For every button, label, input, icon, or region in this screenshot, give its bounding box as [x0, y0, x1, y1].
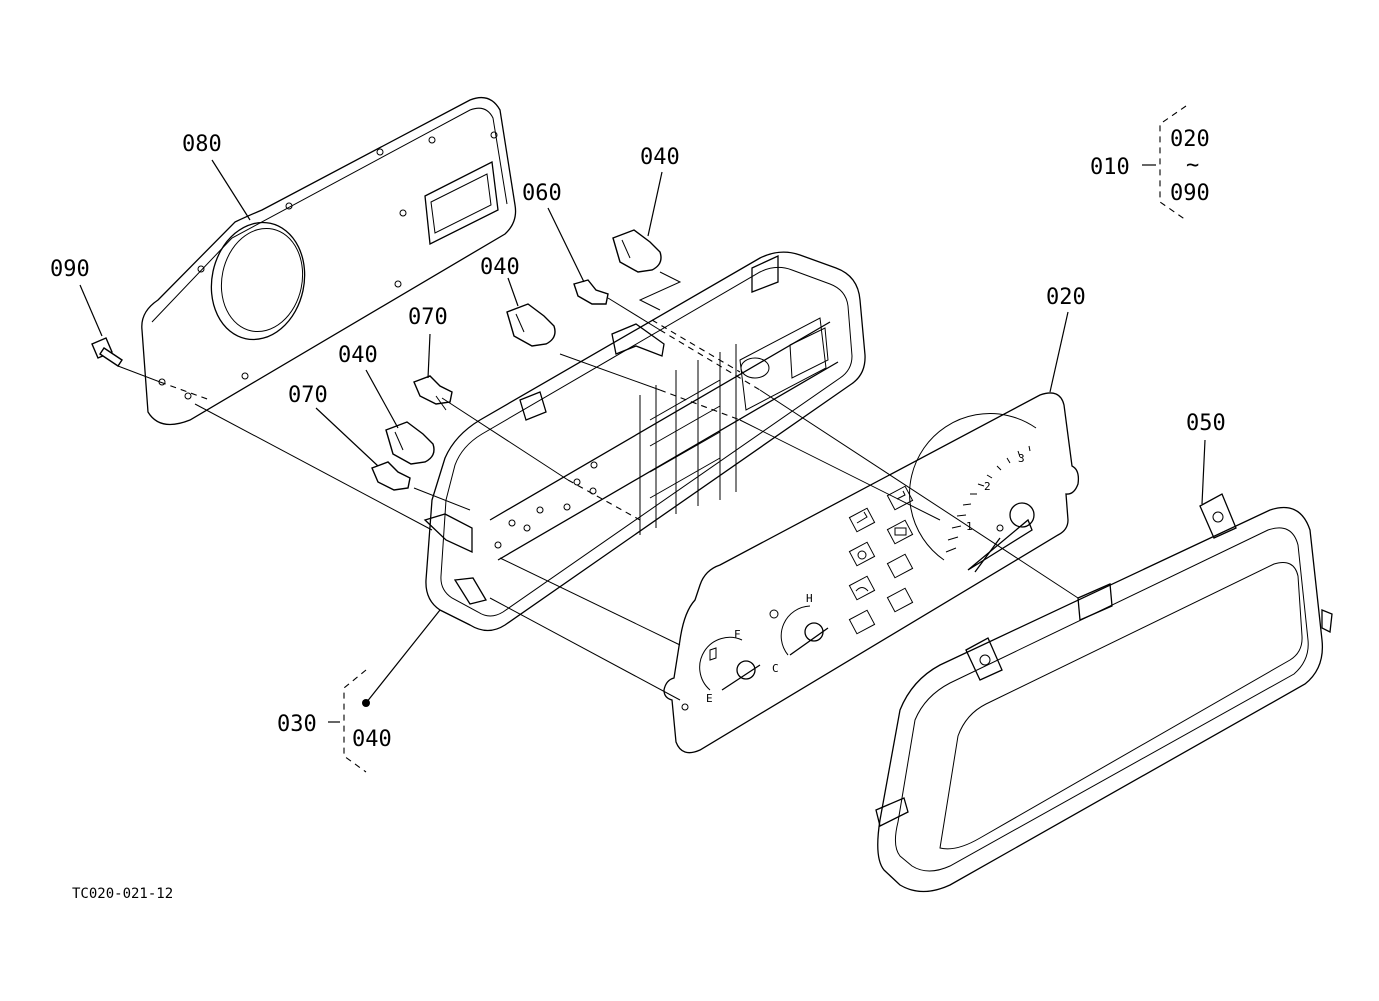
bulb-070-b — [371, 461, 411, 491]
label-010-from: 020 — [1170, 127, 1210, 152]
arrow-right-icon — [896, 490, 906, 500]
bracket-010 — [1159, 105, 1187, 221]
bulb-socket-040-c — [385, 421, 435, 465]
figure-code: TC020-021-12 — [72, 886, 173, 902]
bracket-030 — [343, 669, 370, 773]
label-040-c: 040 — [338, 343, 378, 368]
temp-hot-mark: H — [806, 592, 813, 605]
arrow-left-icon — [856, 511, 868, 524]
callout-labels: 080 090 040 060 040 070 040 070 020 050 … — [50, 127, 1226, 902]
bulb-socket-040-a — [612, 229, 662, 273]
label-040-b: 040 — [480, 255, 520, 280]
temperature-icon — [769, 609, 779, 619]
label-090: 090 — [50, 257, 90, 282]
label-050: 050 — [1186, 411, 1226, 436]
bulb-socket-040-b — [506, 303, 556, 347]
tach-mark-1: 1 — [966, 520, 973, 533]
screw-090 — [91, 337, 123, 367]
glow-plug-icon — [855, 587, 869, 592]
label-010-to: 090 — [1170, 181, 1210, 206]
label-030: 030 — [277, 712, 317, 737]
fuel-icon — [709, 647, 717, 661]
fuel-full-mark: F — [734, 628, 741, 641]
gauge-markings: F E H C 1 2 3 — [706, 452, 1025, 705]
label-010: 010 — [1090, 155, 1130, 180]
tach-mark-2: 2 — [984, 480, 991, 493]
projection-lines — [117, 271, 1079, 701]
label-070-b: 070 — [288, 383, 328, 408]
case-housing-030 — [423, 251, 866, 632]
label-060: 060 — [522, 181, 562, 206]
battery-icon — [894, 527, 907, 536]
bulb-070-a — [413, 375, 453, 411]
lens-cover-050 — [875, 493, 1333, 893]
oil-icon — [857, 550, 867, 560]
temp-cold-mark: C — [772, 662, 779, 675]
label-020: 020 — [1046, 285, 1086, 310]
face-plate-020 — [663, 392, 1080, 754]
back-plate-080 — [141, 96, 517, 426]
tach-mark-3: 3 — [1018, 452, 1025, 465]
label-070-a: 070 — [408, 305, 448, 330]
bullet-marker-icon — [362, 699, 370, 707]
fuel-empty-mark: E — [706, 692, 713, 705]
leader-lines — [79, 159, 1206, 723]
label-010-tilde: ~ — [1186, 153, 1199, 178]
label-080: 080 — [182, 132, 222, 157]
label-040-a: 040 — [640, 145, 680, 170]
bulb-060 — [573, 279, 609, 305]
label-030-sub: 040 — [352, 727, 392, 752]
